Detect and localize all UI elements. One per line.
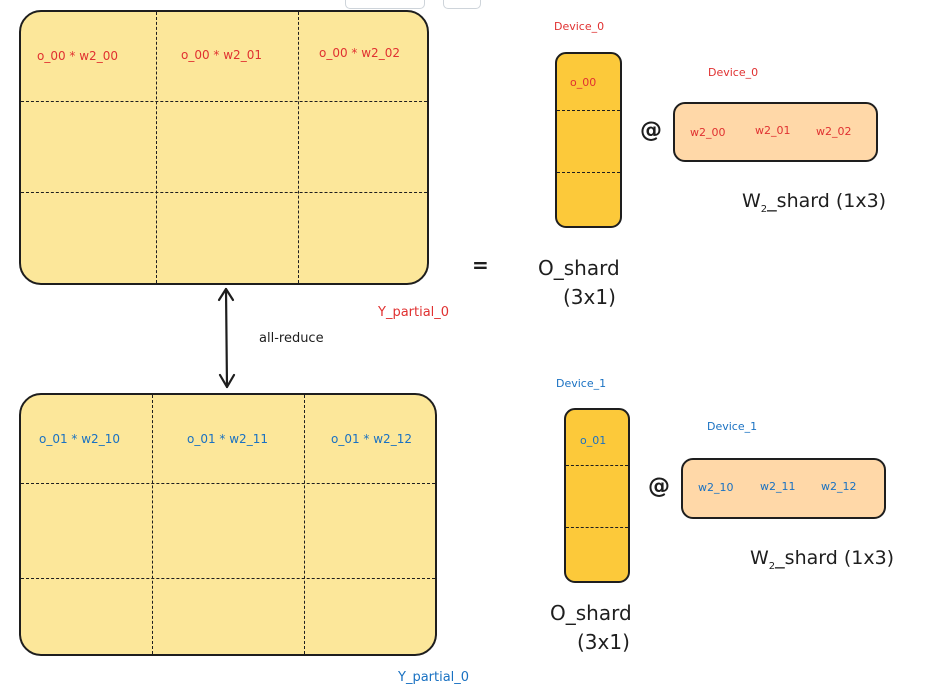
- y-partial-label-top: Y_partial_0: [378, 305, 450, 320]
- grid-cell: o_00 * w2_01: [181, 48, 262, 62]
- w-shard-label-bottom: W2_shard (1x3): [750, 547, 894, 572]
- column-divider: [566, 527, 628, 528]
- w-shard-text: _shard (1x3): [767, 190, 887, 212]
- o-shard-dims-top: (3x1): [563, 285, 616, 309]
- cropped-shape-1: [345, 0, 425, 9]
- o-shard-label-bottom: O_shard: [550, 601, 632, 625]
- grid-col-divider: [304, 395, 305, 654]
- y-partial-grid-bottom[interactable]: o_01 * w2_10 o_01 * w2_11 o_01 * w2_12: [19, 393, 437, 656]
- row-cell: w2_11: [760, 480, 796, 493]
- grid-row-divider: [21, 101, 427, 102]
- w-shard-subscript: 2: [768, 560, 776, 572]
- w-shard-letter: W: [750, 547, 769, 569]
- device-label-row-top: Device_0: [708, 66, 759, 79]
- o-shard-column-top[interactable]: o_00: [555, 52, 622, 228]
- grid-col-divider: [152, 395, 153, 654]
- column-divider: [566, 465, 628, 466]
- device-label-column-top: Device_0: [554, 20, 605, 33]
- grid-cell: o_00 * w2_00: [37, 49, 118, 63]
- device-label-row-bottom: Device_1: [707, 420, 758, 433]
- o-shard-dims-bottom: (3x1): [577, 630, 630, 654]
- row-cell: w2_02: [816, 125, 852, 138]
- row-cell: w2_12: [821, 480, 857, 493]
- o-shard-column-bottom[interactable]: o_01: [564, 408, 630, 583]
- w-shard-subscript: 2: [760, 203, 768, 215]
- w-shard-letter: W: [742, 190, 761, 212]
- w-shard-row-bottom[interactable]: w2_10 w2_11 w2_12: [681, 458, 886, 519]
- column-cell: o_00: [570, 76, 597, 89]
- grid-row-divider: [21, 483, 435, 484]
- grid-col-divider: [156, 12, 157, 283]
- row-cell: w2_00: [690, 126, 726, 139]
- matmul-at-symbol-top: @: [640, 118, 662, 143]
- grid-row-divider: [21, 192, 427, 193]
- grid-cell: o_01 * w2_10: [39, 432, 120, 446]
- matmul-at-symbol-bottom: @: [648, 474, 670, 499]
- all-reduce-arrow: [217, 287, 236, 389]
- column-cell: o_01: [580, 434, 607, 447]
- w-shard-label-top: W2_shard (1x3): [742, 190, 886, 215]
- o-shard-label-top: O_shard: [538, 256, 620, 280]
- all-reduce-label: all-reduce: [259, 331, 324, 346]
- grid-row-divider: [21, 578, 435, 579]
- grid-cell: o_01 * w2_12: [331, 432, 412, 446]
- row-cell: w2_01: [755, 124, 791, 137]
- y-partial-label-bottom: Y_partial_0: [398, 670, 470, 685]
- row-cell: w2_10: [698, 481, 734, 494]
- y-partial-grid-top[interactable]: o_00 * w2_00 o_00 * w2_01 o_00 * w2_02: [19, 10, 429, 285]
- equals-sign: =: [472, 253, 489, 277]
- grid-cell: o_01 * w2_11: [187, 432, 268, 446]
- column-divider: [557, 110, 620, 111]
- w-shard-text: _shard (1x3): [775, 547, 895, 569]
- grid-col-divider: [298, 12, 299, 283]
- grid-cell: o_00 * w2_02: [319, 46, 400, 60]
- cropped-shape-2: [443, 0, 481, 9]
- column-divider: [557, 172, 620, 173]
- w-shard-row-top[interactable]: w2_00 w2_01 w2_02: [673, 102, 878, 162]
- device-label-column-bottom: Device_1: [556, 377, 607, 390]
